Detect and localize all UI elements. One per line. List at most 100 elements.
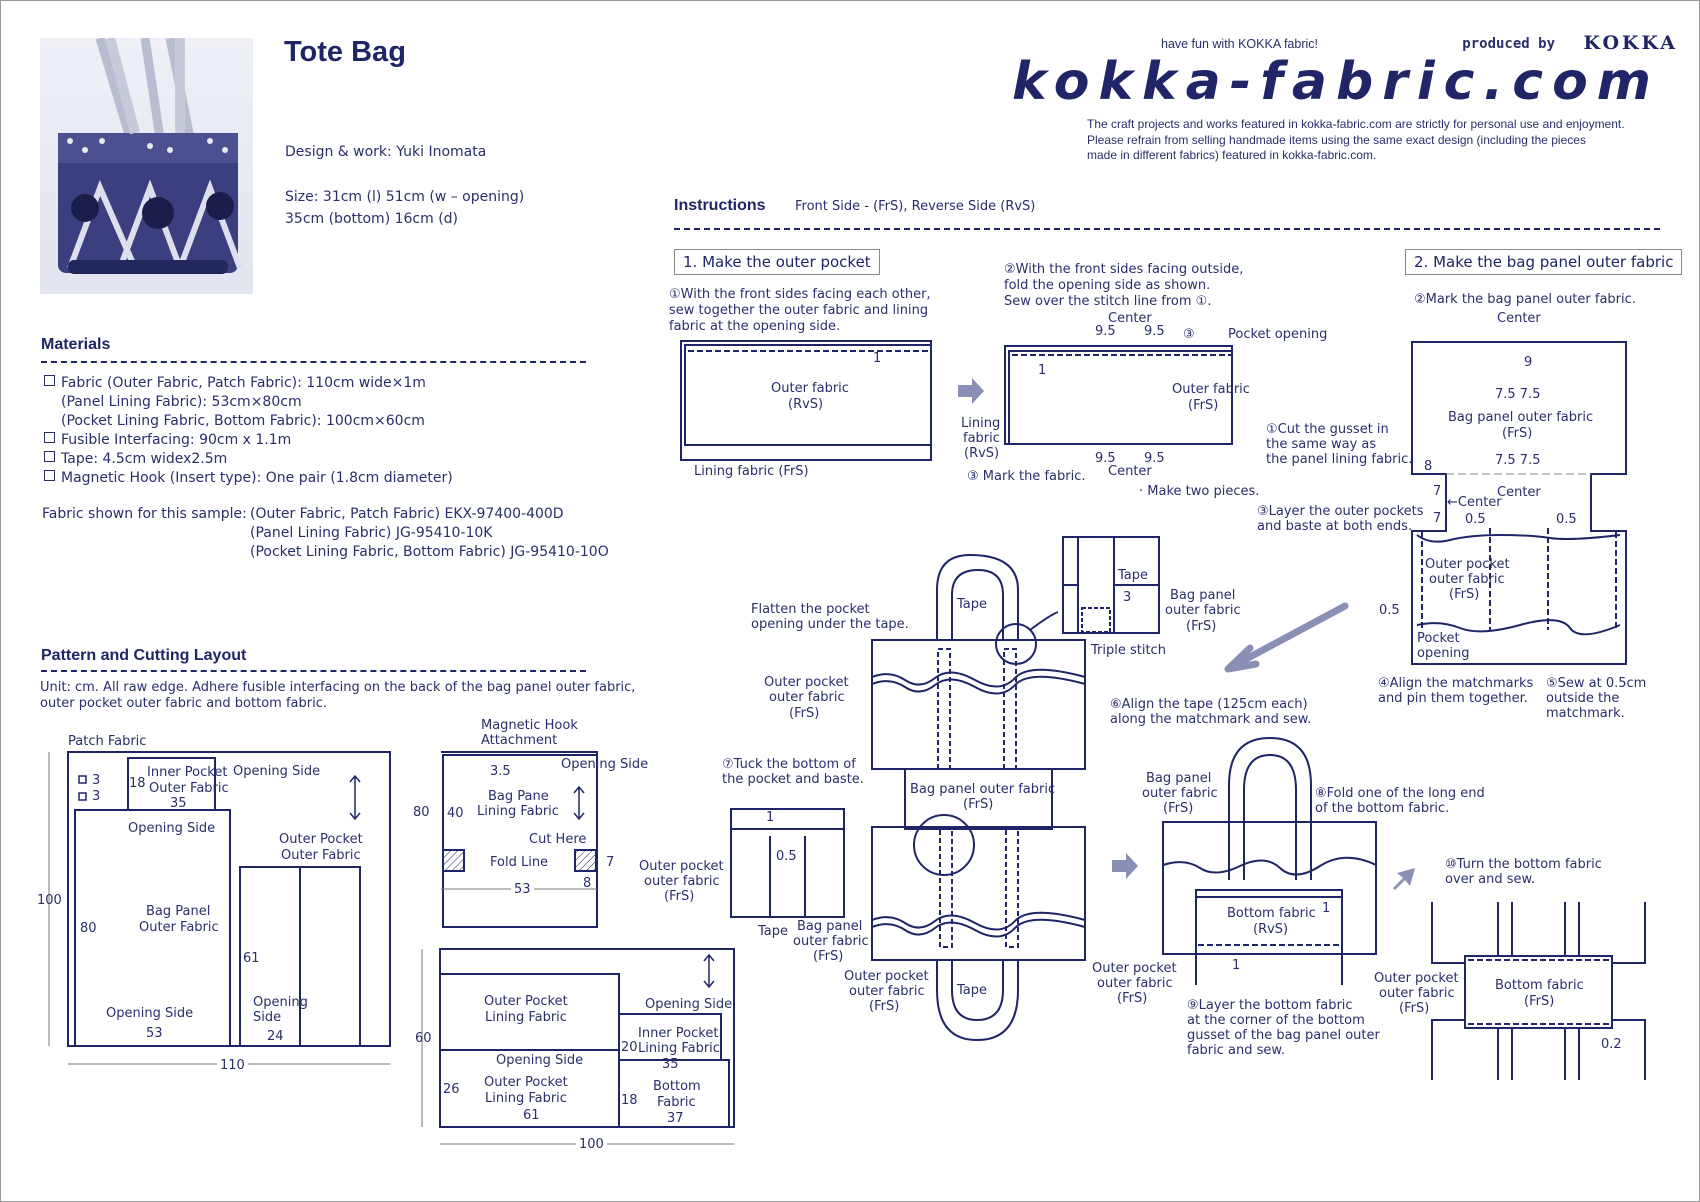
label: (FrS) — [1502, 426, 1533, 441]
label: 35 — [662, 1057, 679, 1072]
step1-diagram-a — [680, 340, 932, 461]
step4-diagram — [1162, 736, 1377, 985]
step2-note: and pin them together. — [1378, 691, 1528, 706]
label: 9.5 — [1095, 324, 1116, 339]
materials-heading: Materials — [41, 336, 111, 353]
layout-heading: Pattern and Cutting Layout — [41, 647, 247, 664]
label: 0.5 — [776, 849, 797, 864]
label: ←Center — [1447, 495, 1502, 510]
materials-list: Fabric (Outer Fabric, Patch Fabric): 110… — [44, 374, 453, 488]
label: Attachment — [481, 733, 558, 748]
label: · Make two pieces. — [1139, 484, 1260, 499]
step4-note: at the corner of the bottom — [1187, 1013, 1365, 1028]
step2-note: ⑤Sew at 0.5cm — [1546, 676, 1647, 691]
label: outer fabric — [849, 984, 925, 999]
brand-logo: KOKKA — [1583, 32, 1678, 54]
label: (FrS) — [1163, 801, 1194, 816]
size-line-2: 35cm (bottom) 16cm (d) — [285, 211, 459, 227]
label: Bag panel — [1146, 771, 1212, 786]
label: Outer Pocket — [279, 832, 363, 847]
label: Tape — [758, 924, 789, 939]
step4-note: of the bottom fabric. — [1315, 801, 1450, 816]
step1-diagram-b — [1004, 345, 1233, 445]
checkbox-icon — [44, 432, 55, 443]
label: Outer Pocket — [484, 994, 568, 1009]
label: (FrS) — [813, 949, 844, 964]
label: 100 — [37, 893, 62, 908]
label: 61 — [243, 951, 260, 966]
designer-credit: Design & work: Yuki Inomata — [285, 144, 487, 160]
step2-note: ④Align the matchmarks — [1378, 676, 1534, 691]
cutting-layout-panel-lining — [441, 751, 598, 928]
step2-note: matchmark. — [1546, 706, 1625, 721]
layout-note: Unit: cm. All raw edge. Adhere fusible i… — [40, 680, 636, 711]
label: (FrS) — [1117, 991, 1148, 1006]
site-logo[interactable]: kokka-fabric.com — [1011, 52, 1660, 112]
step1-title: 1. Make the outer pocket — [674, 249, 880, 275]
label: 26 — [443, 1082, 460, 1097]
label: 9.5 — [1144, 324, 1165, 339]
label: 100 — [576, 1137, 607, 1152]
label: Pocket — [1417, 631, 1460, 646]
label: Opening — [253, 995, 308, 1010]
label: Outer pocket — [1425, 557, 1510, 572]
step4-note: ⑨Layer the bottom fabric — [1187, 998, 1353, 1013]
label: Center — [1497, 485, 1541, 500]
label: Outer pocket — [639, 859, 724, 874]
label: 8 — [1424, 459, 1433, 474]
label: 40 — [447, 806, 464, 821]
tagline: have fun with KOKKA fabric! — [1160, 37, 1318, 51]
disclaimer-line: The craft projects and works featured in… — [1087, 117, 1625, 131]
flow-arrows — [958, 378, 1415, 890]
label: Bottom — [653, 1079, 701, 1094]
label: 3 — [92, 789, 101, 804]
label: Bag panel — [797, 919, 863, 934]
arrow-down-right-icon — [1393, 868, 1415, 890]
label: Pocket opening — [1228, 327, 1328, 342]
label: (FrS) — [1186, 619, 1217, 634]
step2-note: the panel lining fabric. — [1266, 452, 1413, 467]
label: Opening Side — [561, 757, 649, 772]
instructions-heading: Instructions — [674, 197, 766, 214]
label: Outer Fabric — [281, 848, 361, 863]
label: outer fabric — [793, 934, 869, 949]
label: Bag Pane — [488, 789, 549, 804]
sample-fabric: (Outer Fabric, Patch Fabric) EKX-97400-4… — [250, 506, 564, 522]
label: 7 — [1433, 511, 1442, 526]
step2-note: ③Layer the outer pockets — [1257, 504, 1424, 519]
label: 1 — [766, 810, 775, 825]
label: Opening Side — [106, 1006, 194, 1021]
label: 1 — [1322, 901, 1331, 916]
checkbox-icon — [44, 470, 55, 481]
material-item: Magnetic Hook (Insert type): One pair (1… — [44, 469, 453, 488]
step2-note: ①Cut the gusset in — [1266, 422, 1389, 437]
step3-note: ⑥Align the tape (125cm each) — [1110, 697, 1308, 712]
label: Tape — [957, 983, 988, 998]
label: Bag panel — [1170, 588, 1236, 603]
checkbox-icon — [44, 451, 55, 462]
material-item: (Pocket Lining Fabric, Bottom Fabric): 1… — [61, 413, 425, 429]
label: 35 — [170, 796, 187, 811]
material-item: Fusible Interfacing: 90cm x 1.1m — [44, 431, 453, 450]
label: ③ Mark the fabric. — [967, 469, 1086, 484]
label: (RvS) — [1253, 922, 1289, 937]
label: Tape — [957, 597, 988, 612]
label: Center — [1108, 311, 1152, 326]
label: (FrS) — [664, 889, 695, 904]
label: 7 — [606, 855, 615, 870]
divider — [674, 228, 1660, 230]
label: 1 — [873, 351, 882, 366]
label: (FrS) — [789, 706, 820, 721]
step1-note: fabric at the opening side. — [669, 319, 841, 334]
label: 7 — [1433, 484, 1442, 499]
label: 53 — [511, 882, 534, 897]
label: 20 — [621, 1040, 638, 1055]
tote-bag-photo — [40, 38, 253, 294]
label: Outer fabric — [1172, 382, 1250, 397]
label: Fold Line — [487, 855, 552, 870]
label: outer fabric — [769, 690, 845, 705]
step4-note: fabric and sew. — [1187, 1043, 1285, 1058]
label: Lining Fabric — [638, 1041, 720, 1056]
size-line-1: Size: 31cm (l) 51cm (w – opening) — [285, 189, 525, 205]
step3-note: the pocket and baste. — [722, 772, 864, 787]
